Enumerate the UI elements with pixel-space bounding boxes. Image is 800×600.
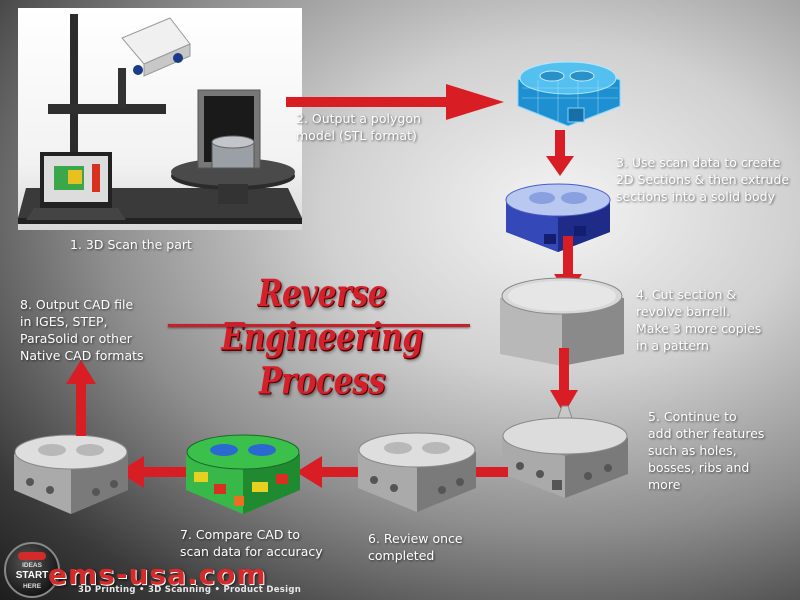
arrow-down-3 [550,348,578,414]
step-5-label: 5. Continue to add other features such a… [648,409,765,492]
polygon-mesh-model [517,61,621,127]
arrow-up-1 [66,360,96,436]
company-logo-text[interactable]: ems-usa.com [48,558,267,591]
revolved-barrel-model [500,277,624,366]
page-title: Reverse Engineering Process [221,272,423,404]
final-cad-model [14,434,128,514]
step-2-label: 2. Output a polygon model (STL format) [296,111,421,143]
step-6-label: 6. Review once completed [368,531,463,563]
step-3-label: 3. Use scan data to create 2D Sections &… [616,155,790,204]
solid-body-blue [505,183,611,252]
title-underline [168,324,470,327]
scanner-photo [18,8,302,230]
ideas-start-here-badge: IDEAS START HERE [4,542,60,598]
deviation-color-map [186,434,300,514]
arrow-left-2 [296,456,358,488]
badge-main-text: START [15,570,49,581]
arrow-down-1 [546,130,574,176]
step-4-label: 4. Cut section & revolve barrell. Make 3… [636,287,762,353]
company-tagline: 3D Printing • 3D Scanning • Product Desi… [78,585,302,595]
arrow-right-1 [286,84,504,120]
scanner-illustration [18,14,302,224]
review-part-model [358,432,476,512]
featured-part-model [502,405,628,498]
badge-small-bottom: HERE [22,583,42,590]
process-title-block: Reverse Engineering Process [168,272,476,403]
badge-accent [18,552,46,560]
arrow-left-3 [118,456,186,488]
badge-small-top: IDEAS [22,562,42,569]
step-7-label: 7. Compare CAD to scan data for accuracy [180,527,323,559]
step-1-label: 1. 3D Scan the part [70,237,192,252]
step-8-label: 8. Output CAD file in IGES, STEP, ParaSo… [20,297,144,363]
